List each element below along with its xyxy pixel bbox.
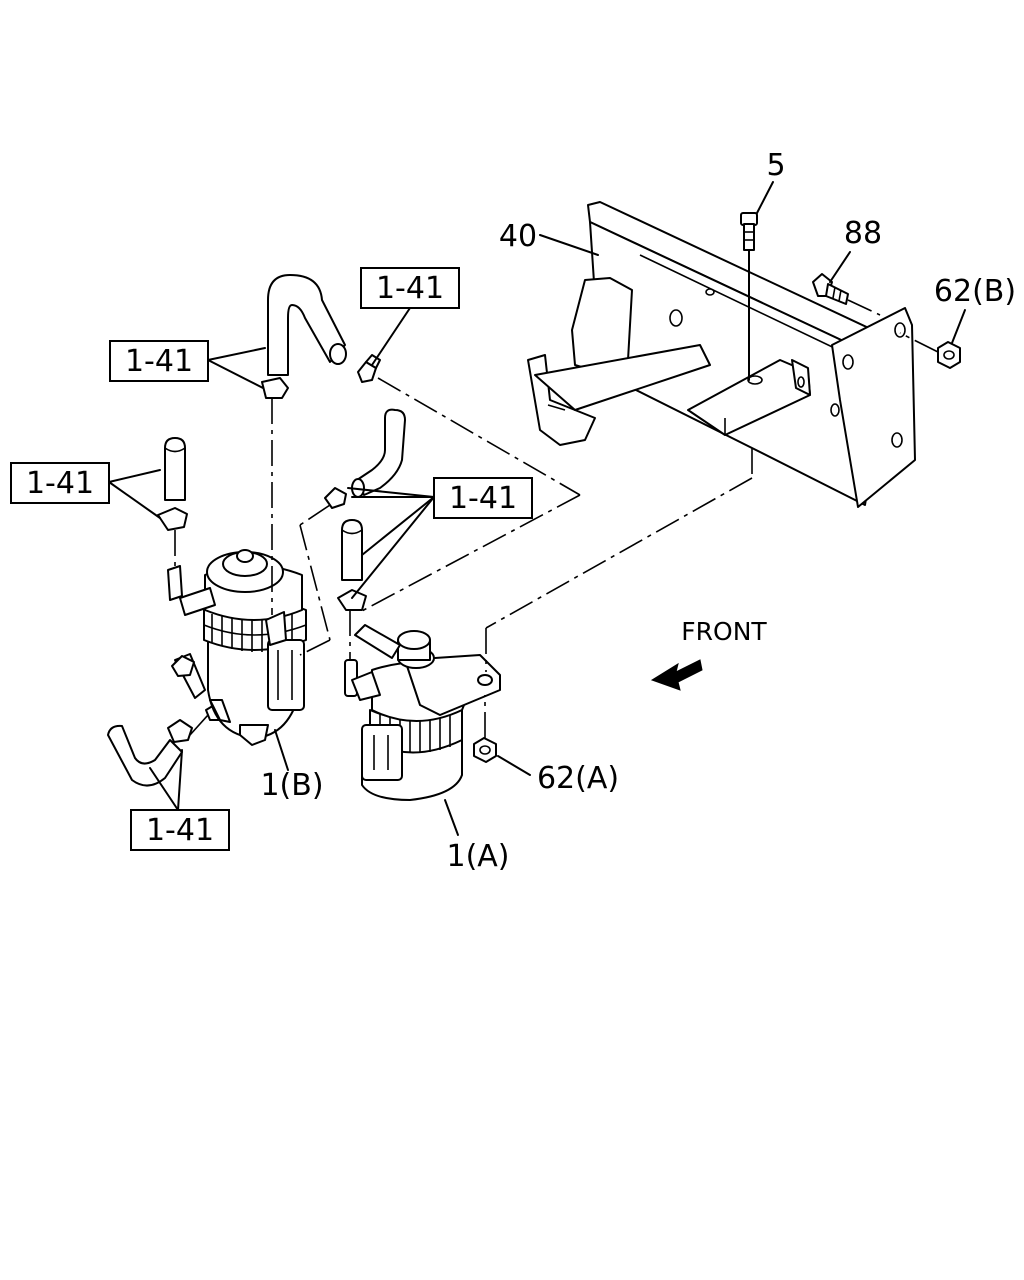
ref-box-bottom: 1-41 (130, 809, 230, 851)
hose-short (337, 519, 367, 611)
leader-lines (108, 181, 966, 836)
label-nut-62a: 62(A) (537, 761, 619, 796)
ref-label: 1-41 (146, 813, 214, 848)
ref-box-upper-left: 1-41 (109, 340, 209, 382)
ref-label: 1-41 (125, 344, 193, 379)
ref-box-mid-right: 1-41 (433, 477, 533, 519)
fuel-filter-b (167, 549, 307, 746)
bolt-5 (740, 212, 758, 381)
bolt-88 (812, 273, 881, 316)
front-indicator: FRONT (650, 617, 767, 691)
label-bolt-5: 5 (766, 148, 785, 183)
ref-box-mid-left: 1-41 (10, 462, 110, 504)
ref-label: 1-41 (26, 466, 94, 501)
ref-label: 1-41 (449, 481, 517, 516)
ref-box-upper-right: 1-41 (360, 267, 460, 309)
label-nut-62b: 62(B) (934, 274, 1016, 309)
nut-62a (473, 695, 497, 763)
mounting-bracket (527, 201, 916, 508)
hose-mid-left (157, 437, 188, 531)
label-filter-1b: 1(B) (260, 768, 323, 803)
label-bracket-40: 40 (499, 219, 537, 254)
hose-upper (261, 274, 381, 399)
nut-62b (899, 332, 961, 369)
front-label: FRONT (681, 617, 767, 646)
front-arrow-icon (650, 659, 703, 691)
assembly-lines (174, 377, 753, 736)
fuel-filter-a (344, 624, 501, 801)
label-filter-1a: 1(A) (446, 839, 509, 874)
label-bolt-88: 88 (844, 216, 882, 251)
ref-label: 1-41 (376, 271, 444, 306)
